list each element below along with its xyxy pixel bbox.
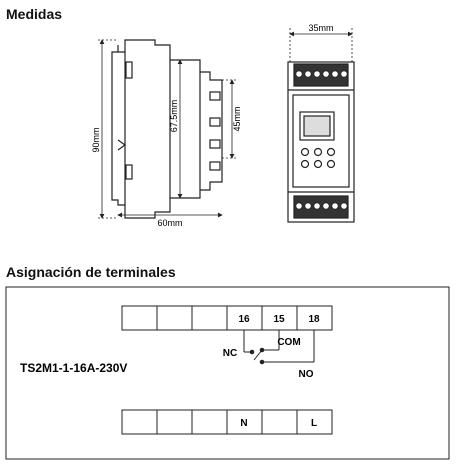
side-view [111,39,223,219]
front-terminal-screws [295,70,348,210]
terminals-frame [5,286,450,460]
top-terminal-18: 18 [308,314,320,325]
dim-60mm: 60mm [157,218,182,228]
dim-90mm: 90mm [91,127,101,152]
contact-no-label: NO [299,369,314,380]
side-view-dimensions [98,39,236,219]
model-name: TS2M1-1-16A-230V [20,361,127,375]
top-terminal-16: 16 [238,314,250,325]
dim-35mm: 35mm [308,23,333,33]
top-terminal-15: 15 [273,314,285,325]
section-title-terminals: Asignación de terminales [6,264,176,280]
dim-45mm: 45mm [232,106,242,131]
bottom-terminal-row [121,409,333,435]
dim-67-5mm: 67.5mm [169,100,179,133]
relay-contact-wiring [243,330,315,365]
contact-nc-label: NC [223,348,237,359]
bottom-terminal-n: N [240,418,247,429]
section-title-dimensions: Medidas [6,6,63,22]
bottom-terminal-l: L [311,418,317,429]
top-terminal-row [121,305,333,331]
front-view [287,28,355,223]
contact-com-label: COM [277,337,300,348]
front-buttons [300,147,336,169]
